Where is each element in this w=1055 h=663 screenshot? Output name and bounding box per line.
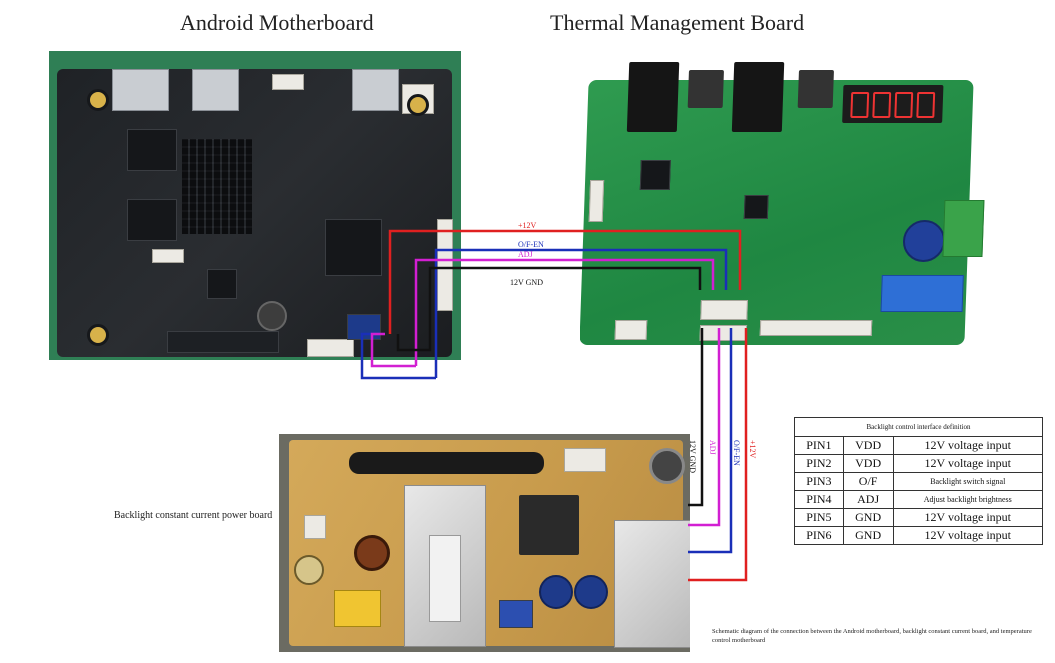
signal-cell: VDD xyxy=(842,436,894,455)
heatsink-grid xyxy=(182,139,252,234)
android-pcb xyxy=(57,69,453,357)
usb-port xyxy=(192,69,239,111)
fuse-tube xyxy=(349,452,544,474)
mount-hole-3 xyxy=(87,324,109,346)
driver-chip xyxy=(743,195,769,219)
label-gnd: 12V GND xyxy=(510,278,543,287)
left-connector xyxy=(614,320,648,340)
usb-port-2 xyxy=(352,69,399,111)
pin-cell: PIN5 xyxy=(794,508,844,527)
capacitor xyxy=(649,448,685,484)
led-digit-3 xyxy=(894,92,914,118)
signal-cell: ADJ xyxy=(842,490,894,509)
green-terminal xyxy=(942,200,985,257)
pin-cell: PIN2 xyxy=(794,454,844,473)
relay-2 xyxy=(731,62,785,132)
transformer xyxy=(519,495,579,555)
power-pcb xyxy=(289,440,690,648)
led-digit xyxy=(850,92,870,118)
terminal-block-2 xyxy=(797,70,834,108)
choke xyxy=(294,555,324,585)
controller-chip xyxy=(207,269,237,299)
blue-capacitor xyxy=(539,575,573,609)
desc-cell: Backlight switch signal xyxy=(892,472,1044,491)
label-12v: +12V xyxy=(518,221,537,230)
blue-component xyxy=(347,314,381,340)
thermal-pcb xyxy=(580,62,985,345)
label-down-12v: +12V xyxy=(748,440,757,459)
electrolytic-capacitor xyxy=(902,220,946,262)
side-connector xyxy=(588,180,605,222)
led-digit-4 xyxy=(916,92,936,118)
android-board-title: Android Motherboard xyxy=(180,10,374,35)
thermal-board-title: Thermal Management Board xyxy=(550,10,805,35)
blue-terminal xyxy=(880,275,964,312)
power-board-image xyxy=(279,434,690,652)
table-title: Backlight control interface definition xyxy=(794,417,1043,437)
input-connector xyxy=(304,515,326,539)
signal-cell: GND xyxy=(842,508,894,527)
desc-cell: 12V voltage input xyxy=(892,508,1044,527)
label-adj: ADJ xyxy=(518,250,533,259)
header-connector xyxy=(272,74,304,90)
label-ofen: O/F-EN xyxy=(518,240,544,249)
pin-cell: PIN1 xyxy=(794,436,844,455)
blue-capacitor-2 xyxy=(574,575,608,609)
desc-cell: 12V voltage input xyxy=(892,526,1044,545)
memory-chip xyxy=(127,129,177,171)
signal-cell: VDD xyxy=(842,454,894,473)
mcu-chip xyxy=(639,160,671,190)
small-connector xyxy=(152,249,184,263)
memory-chip-2 xyxy=(127,199,177,241)
mount-hole xyxy=(87,89,109,111)
led-digit-2 xyxy=(872,92,892,118)
signal-cell: O/F xyxy=(842,472,894,491)
thermal-board-image xyxy=(580,55,1000,350)
pin-cell: PIN4 xyxy=(794,490,844,509)
top-connector xyxy=(564,448,606,472)
ethernet-port xyxy=(112,69,169,111)
label-down-ofen: O/F-EN xyxy=(732,440,741,466)
pin-connector xyxy=(700,300,748,320)
label-down-gnd: 12V GND xyxy=(688,440,697,473)
inductor xyxy=(354,535,390,571)
label-down-adj: ADJ xyxy=(708,440,717,455)
relay xyxy=(626,62,680,132)
yellow-capacitor xyxy=(334,590,381,627)
pin-cell: PIN3 xyxy=(794,472,844,491)
heatsink-plate-2 xyxy=(614,520,690,648)
desc-cell: 12V voltage input xyxy=(892,436,1044,455)
wire-down-gnd xyxy=(688,328,704,507)
desc-cell: 12V voltage input xyxy=(892,454,1044,473)
power-board-label: Backlight constant current power board xyxy=(114,510,273,521)
signal-cell: GND xyxy=(842,526,894,545)
pin-header xyxy=(167,331,279,353)
capacitor xyxy=(257,301,287,331)
figure-caption: Schematic diagram of the connection betw… xyxy=(712,628,1032,644)
led-display xyxy=(842,85,944,123)
right-connector xyxy=(437,219,453,311)
desc-cell: Adjust backlight brightness xyxy=(892,490,1044,509)
pin-cell: PIN6 xyxy=(794,526,844,545)
blue-cap-small xyxy=(499,600,533,628)
pin-definition-table: Backlight control interface definition P… xyxy=(794,417,1044,545)
pin-connector-3 xyxy=(759,320,873,336)
pin-connector-2 xyxy=(699,325,748,341)
label-sticker xyxy=(429,535,461,622)
terminal-block xyxy=(687,70,724,108)
android-motherboard-image xyxy=(49,51,461,360)
bottom-connector xyxy=(307,339,354,357)
emmc-chip xyxy=(325,219,382,276)
wire-down-adj xyxy=(688,328,721,527)
mount-hole-2 xyxy=(407,94,429,116)
